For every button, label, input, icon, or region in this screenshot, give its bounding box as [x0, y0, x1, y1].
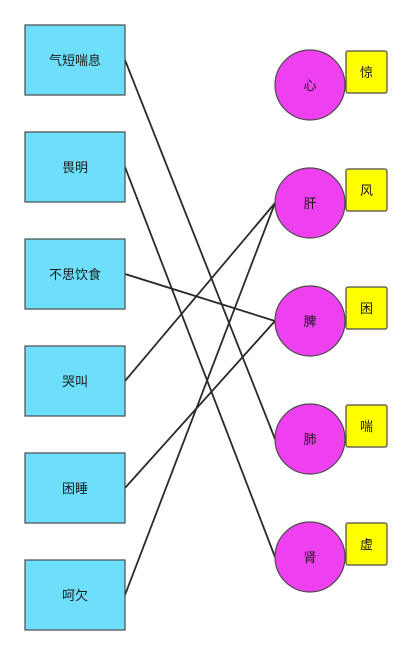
organ-node: 心 — [274, 49, 346, 121]
organ-circle — [274, 49, 346, 121]
connection-lines — [124, 59, 276, 596]
symptom-box: 不思饮食 — [24, 238, 126, 310]
organ-circle — [274, 403, 346, 475]
tag-label: 困 — [360, 302, 373, 317]
organ-circle — [274, 521, 346, 593]
organ-node: 肺 — [274, 403, 346, 475]
organ-circle — [274, 285, 346, 357]
tag-box: 困 — [345, 286, 388, 330]
connection-line — [124, 273, 276, 322]
tag-box-shape — [345, 286, 388, 330]
organ-node: 肾 — [274, 521, 346, 593]
connection-line — [124, 166, 276, 558]
symptom-box-shape — [24, 559, 126, 631]
symptom-box-shape — [24, 238, 126, 310]
tag-box-shape — [345, 50, 388, 94]
tag-box: 风 — [345, 168, 388, 212]
tag-box: 喘 — [345, 404, 388, 448]
symptom-box: 呵欠 — [24, 559, 126, 631]
symptom-label: 畏明 — [62, 161, 88, 176]
symptom-label: 呵欠 — [62, 588, 88, 604]
tag-box-shape — [345, 404, 388, 448]
symptom-label: 不思饮食 — [49, 267, 101, 283]
organ-label: 脾 — [303, 315, 316, 330]
connection-line — [124, 320, 276, 489]
symptom-label: 哭叫 — [62, 375, 88, 390]
connection-line — [124, 202, 276, 382]
tag-box: 虚 — [345, 522, 388, 566]
symptom-label: 困睡 — [62, 482, 88, 497]
organ-label: 肺 — [303, 433, 316, 448]
tag-box: 惊 — [345, 50, 388, 94]
tag-label: 喘 — [360, 419, 373, 435]
symptom-box-shape — [24, 452, 126, 524]
organ-label: 肝 — [303, 197, 316, 212]
organ-node: 脾 — [274, 285, 346, 357]
tag-label: 惊 — [360, 66, 373, 81]
symptom-box-shape — [24, 131, 126, 203]
symptom-label: 气短喘息 — [49, 53, 101, 69]
organ-label: 心 — [303, 79, 316, 94]
symptom-box-shape — [24, 345, 126, 417]
tag-label: 风 — [360, 184, 373, 199]
tag-box-shape — [345, 522, 388, 566]
symptom-box: 哭叫 — [24, 345, 126, 417]
symptom-box: 困睡 — [24, 452, 126, 524]
connection-line — [124, 202, 276, 596]
tag-label: 虚 — [360, 538, 373, 553]
organ-circle — [274, 167, 346, 239]
organ-node: 肝 — [274, 167, 346, 239]
symptom-box-shape — [24, 24, 126, 96]
symptom-box: 畏明 — [24, 131, 126, 203]
organ-label: 肾 — [303, 551, 316, 566]
tag-box-shape — [345, 168, 388, 212]
symptom-box: 气短喘息 — [24, 24, 126, 96]
connection-line — [124, 59, 276, 440]
